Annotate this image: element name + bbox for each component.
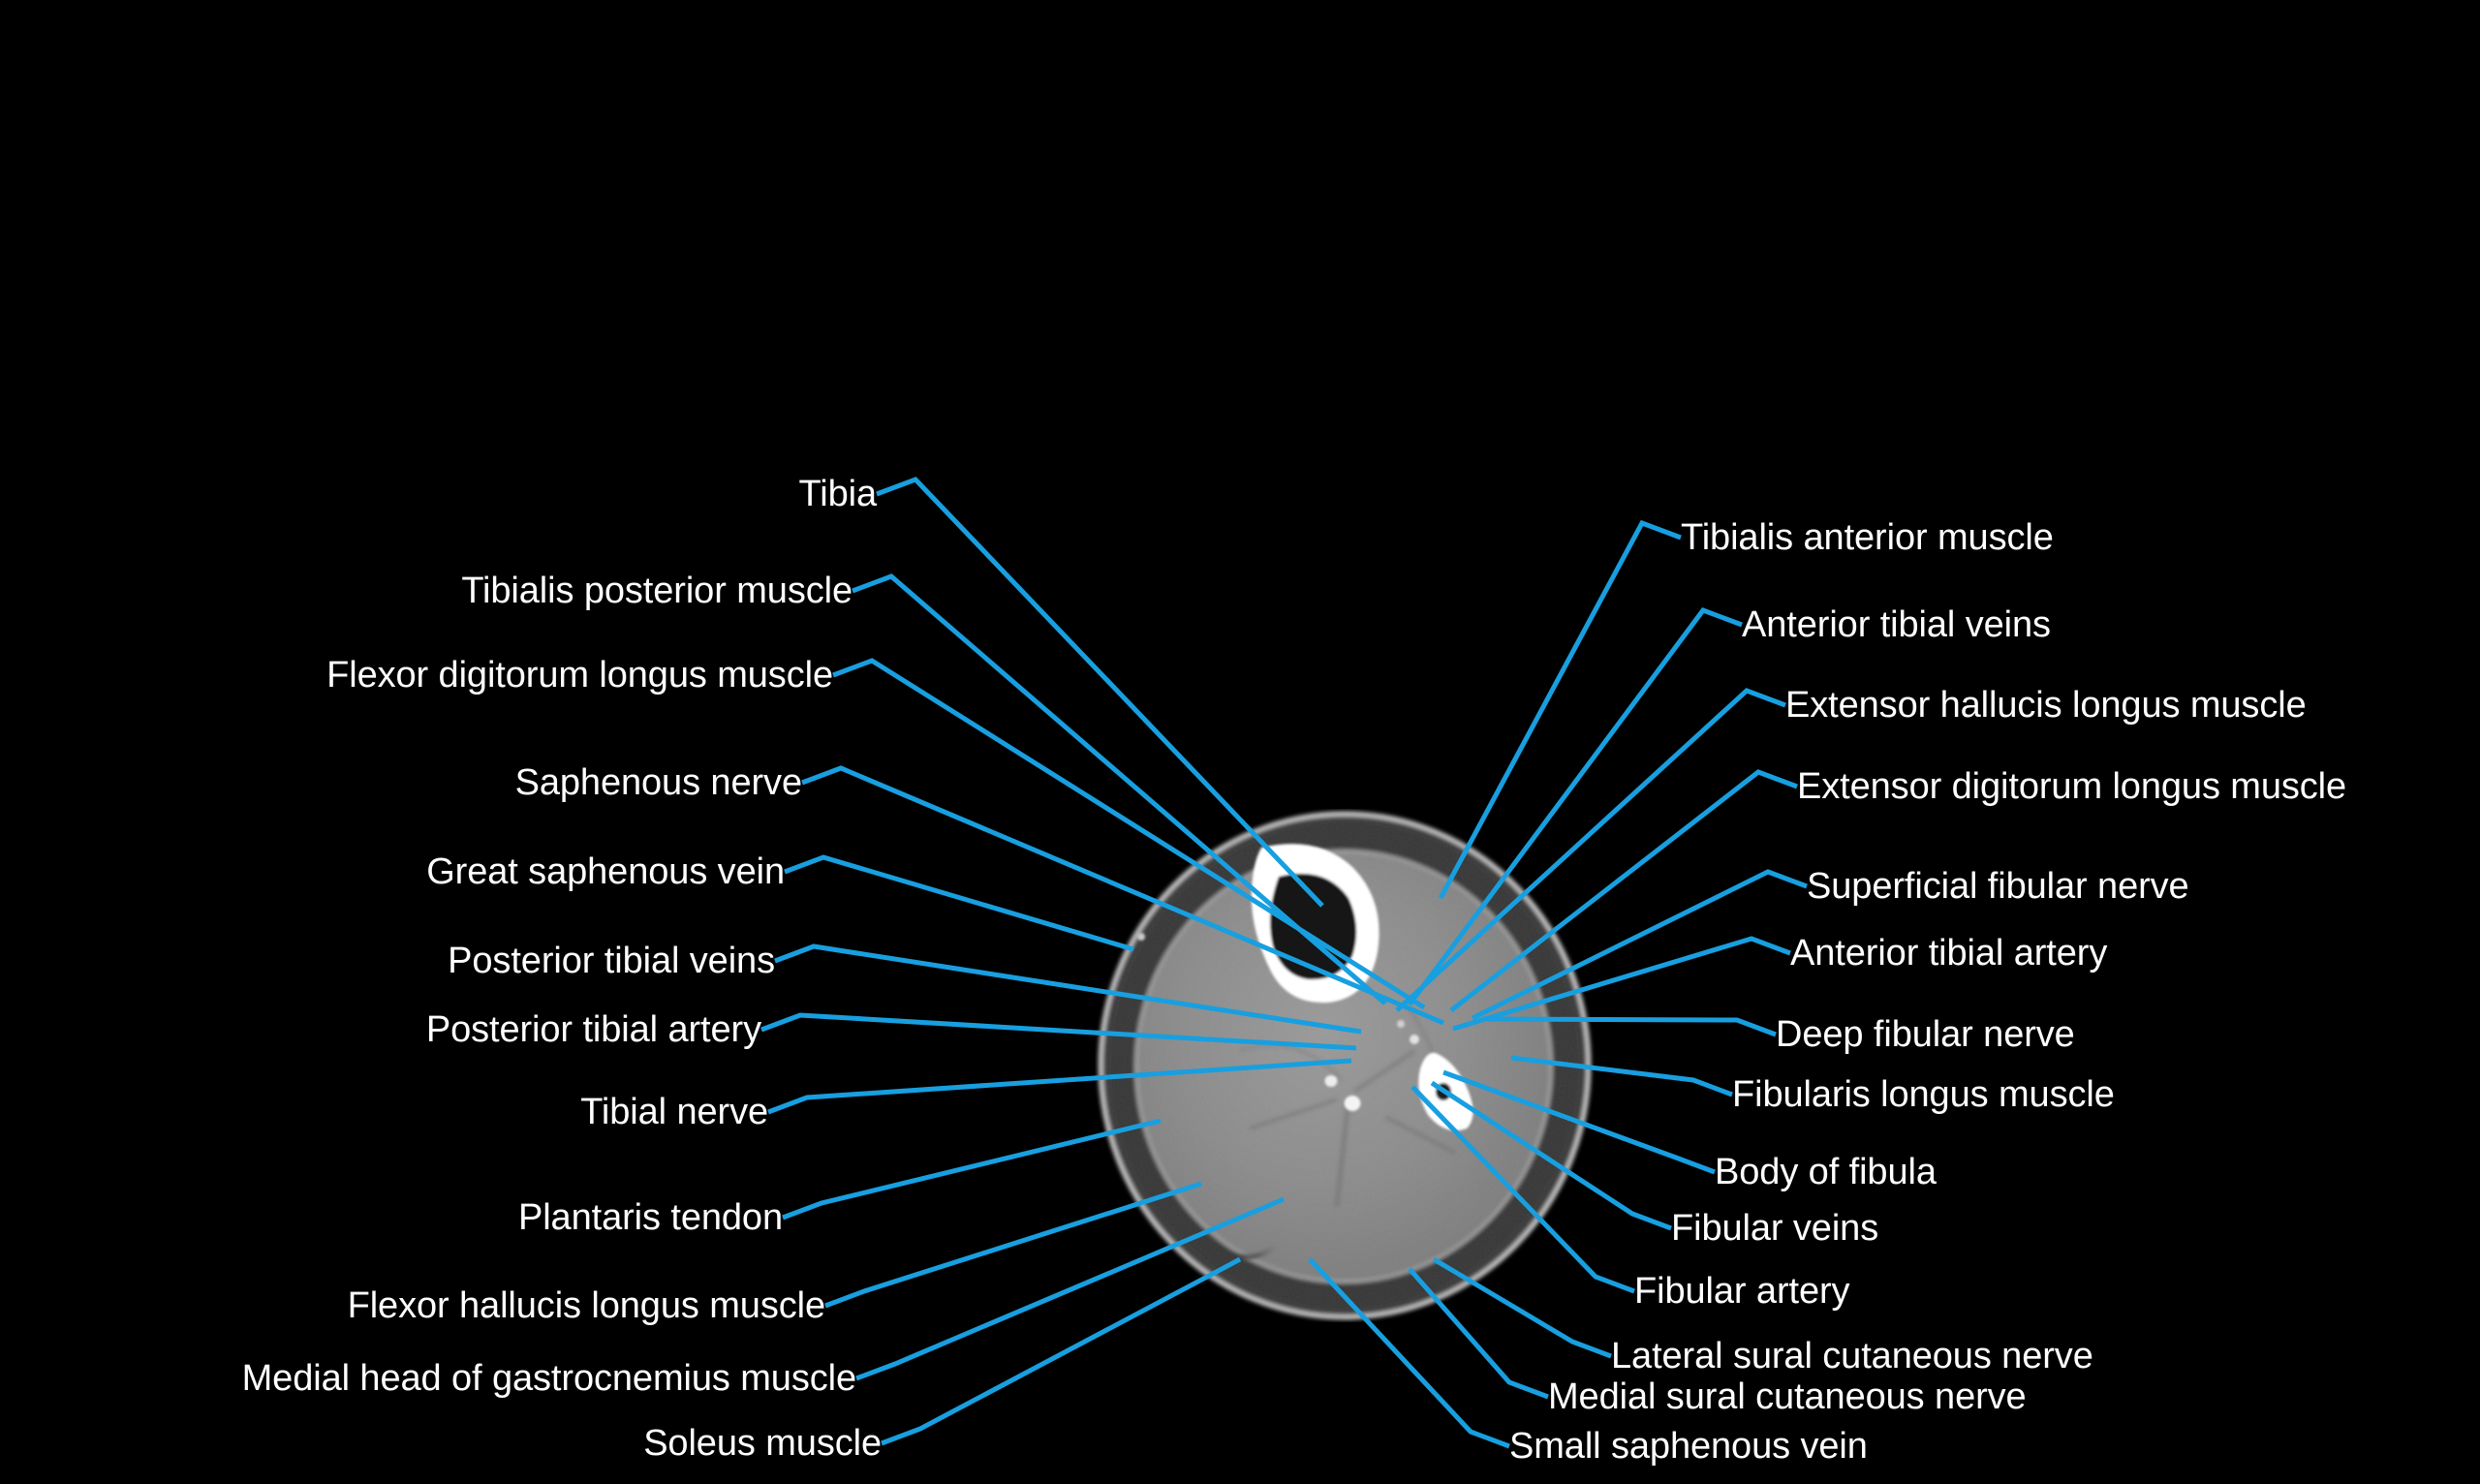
label-deep-fibular-nerve: Deep fibular nerve — [1776, 1014, 2075, 1055]
label-body-of-fibula: Body of fibula — [1715, 1152, 1937, 1192]
leader-line-great-saphenous-vein — [784, 854, 1134, 952]
label-soleus-muscle: Soleus muscle — [643, 1423, 882, 1464]
posterior-tibial-vessel-dot — [1324, 1075, 1338, 1087]
label-small-saphenous-vein: Small saphenous vein — [1509, 1426, 1868, 1467]
label-fibular-veins: Fibular veins — [1671, 1208, 1879, 1249]
label-posterior-tibial-veins: Posterior tibial veins — [448, 941, 775, 981]
label-medial-sural-nerve: Medial sural cutaneous nerve — [1548, 1376, 2027, 1417]
label-tibialis-posterior: Tibialis posterior muscle — [461, 571, 852, 611]
label-tibia: Tibia — [798, 474, 878, 514]
label-fibularis-longus: Fibularis longus muscle — [1732, 1074, 2115, 1115]
label-tibial-nerve: Tibial nerve — [580, 1092, 768, 1132]
label-superficial-fibular-nerve: Superficial fibular nerve — [1807, 866, 2189, 907]
label-lateral-sural-nerve: Lateral sural cutaneous nerve — [1611, 1336, 2093, 1376]
label-great-saphenous-vein: Great saphenous vein — [426, 851, 785, 892]
label-plantaris-tendon: Plantaris tendon — [517, 1197, 783, 1238]
label-flexor-digitorum-longus: Flexor digitorum longus muscle — [326, 655, 833, 696]
label-anterior-tibial-veins: Anterior tibial veins — [1742, 604, 2051, 645]
posterior-tibial-artery-dot — [1344, 1096, 1361, 1111]
label-extensor-hallucis-longus: Extensor hallucis longus muscle — [1785, 685, 2307, 726]
fibula-marrow — [1436, 1083, 1451, 1100]
label-extensor-digitorum-longus: Extensor digitorum longus muscle — [1797, 766, 2347, 807]
label-anterior-tibial-artery: Anterior tibial artery — [1790, 933, 2108, 974]
label-flexor-hallucis-longus: Flexor hallucis longus muscle — [347, 1285, 826, 1326]
label-posterior-tibial-artery: Posterior tibial artery — [425, 1009, 761, 1050]
label-tibialis-anterior: Tibialis anterior muscle — [1681, 517, 2054, 558]
great-saphenous-vein-dot — [1137, 933, 1145, 941]
label-saphenous-nerve: Saphenous nerve — [514, 762, 803, 803]
ct-cross-section-image — [1095, 809, 1598, 1322]
interosseous-vessel-dot — [1397, 1020, 1405, 1028]
label-medial-head-gastroc: Medial head of gastrocnemius muscle — [241, 1358, 856, 1399]
label-fibular-artery: Fibular artery — [1634, 1271, 1850, 1312]
anterior-tibial-vessel-dot — [1410, 1035, 1419, 1044]
